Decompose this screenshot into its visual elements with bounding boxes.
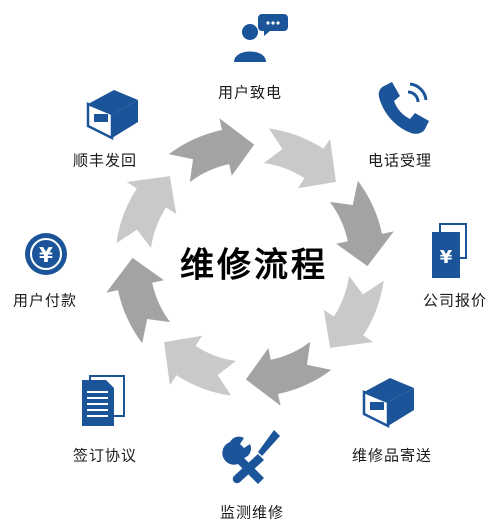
cycle-arrows <box>106 118 394 406</box>
cycle-arrow-segment <box>168 118 255 183</box>
step-label-return-ship: 顺丰发回 <box>72 151 138 170</box>
step-label-user-call: 用户致电 <box>217 83 283 102</box>
step-label-sign-contract: 签订协议 <box>72 446 138 465</box>
cycle-arrow-segment <box>245 341 332 406</box>
step-label-phone-accept: 电话受理 <box>367 151 433 170</box>
yuan-document-icon: ¥ <box>432 223 467 278</box>
yuan-coin-icon: ¥ <box>25 233 67 275</box>
cycle-arrow-segment <box>329 180 394 267</box>
cycle-arrow-segment <box>116 176 177 249</box>
step-label-payment: 用户付款 <box>12 291 78 310</box>
svg-text:¥: ¥ <box>39 243 53 267</box>
svg-text:¥: ¥ <box>440 247 453 268</box>
cycle-arrow-segment <box>106 257 171 344</box>
return-box-icon <box>86 90 138 141</box>
step-label-quote: 公司报价 <box>422 291 488 310</box>
cycle-arrow-segment <box>263 128 336 189</box>
diagram-title: 维修流程 <box>180 245 328 286</box>
shipping-box-icon <box>362 378 414 429</box>
cycle-arrow-segment <box>164 335 237 396</box>
cycle-arrow-segment <box>323 275 384 348</box>
phone-icon <box>378 82 429 134</box>
step-label-inspect-repair: 监测维修 <box>219 503 285 522</box>
user-speech-icon <box>234 14 288 62</box>
contract-document-icon <box>82 375 125 426</box>
step-label-ship-item: 维修品寄送 <box>351 446 433 465</box>
wrench-screwdriver-icon <box>222 430 280 484</box>
